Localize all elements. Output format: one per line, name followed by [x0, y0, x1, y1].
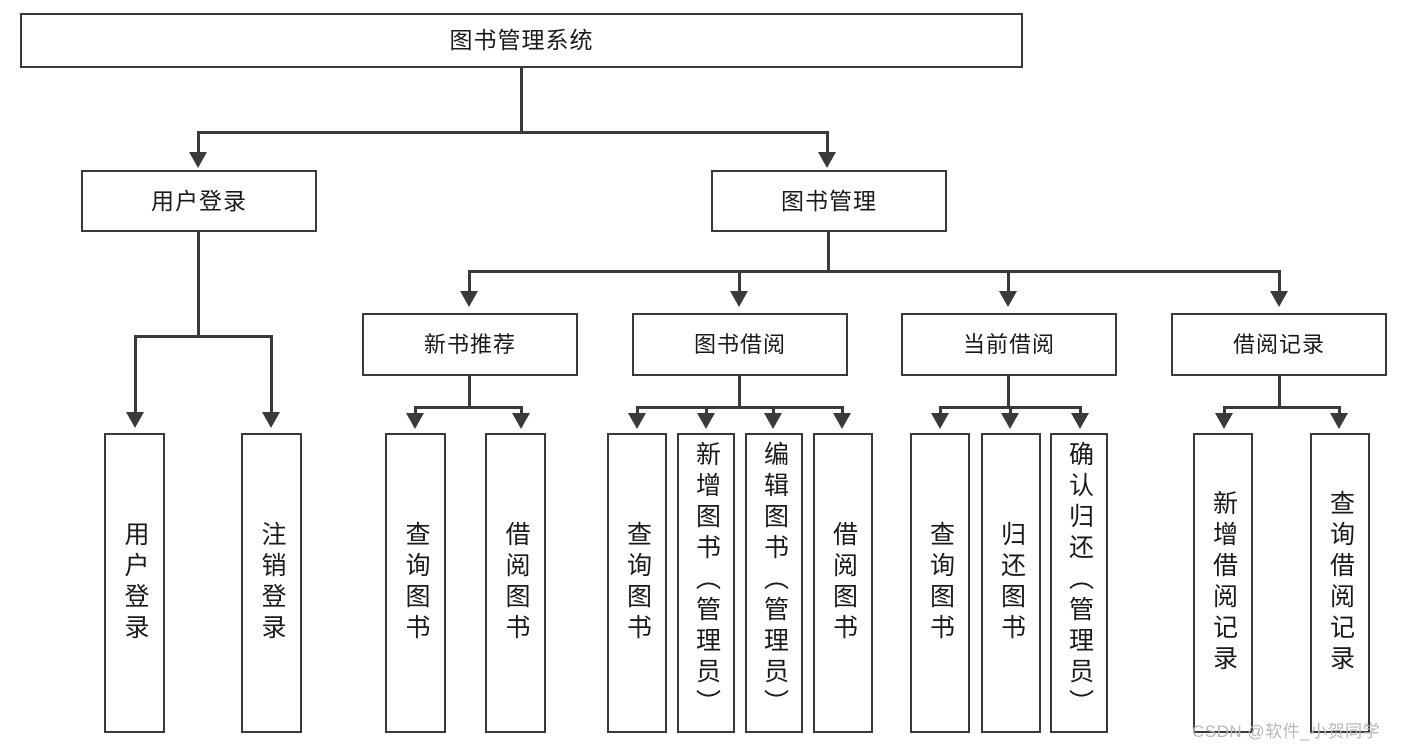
- leaf-label: 归还图书: [997, 521, 1026, 645]
- leaf-label: 查询图书: [926, 521, 955, 645]
- node-new-book-recommend[interactable]: 新书推荐: [362, 313, 578, 376]
- connector-cb-child-2: [1009, 406, 1012, 416]
- connector-bb-child-3: [772, 406, 775, 416]
- arrowhead-cb-child-2: [1001, 413, 1019, 429]
- leaf-edit-book-admin[interactable]: 编辑图书（管理员）: [745, 433, 803, 733]
- arrowhead-bm-to-borrow-record: [1270, 291, 1288, 307]
- arrowhead-bb-child-2: [697, 413, 715, 429]
- node-book-borrow[interactable]: 图书借阅: [632, 313, 848, 376]
- connector-book-management-bar: [468, 270, 1281, 273]
- arrowhead-br-child-2: [1330, 413, 1348, 429]
- node-borrow-record[interactable]: 借阅记录: [1171, 313, 1387, 376]
- connector-bb-child-4: [841, 406, 844, 416]
- connector-user-login-child-1: [134, 335, 137, 415]
- arrowhead-root-to-book-management: [818, 152, 836, 168]
- leaf-label: 新增借阅记录: [1209, 490, 1238, 676]
- leaf-add-book-admin[interactable]: 新增图书（管理员）: [677, 433, 735, 733]
- arrowhead-user-login-child-2: [262, 412, 280, 428]
- connector-user-login-stem: [197, 232, 200, 337]
- arrowhead-nbr-child-2: [512, 413, 530, 429]
- csdn-watermark: CSDN @软件_小贺同学: [1192, 722, 1381, 741]
- connector-bb-child-2: [705, 406, 708, 416]
- leaf-label: 借阅图书: [829, 521, 858, 645]
- leaf-query-book-cb[interactable]: 查询图书: [910, 433, 970, 733]
- connector-user-login-child-2: [270, 335, 273, 415]
- connector-br-bar: [1223, 406, 1341, 409]
- arrowhead-root-to-user-login: [189, 152, 207, 168]
- connector-cb-child-3: [1079, 406, 1082, 416]
- connector-bm-to-new-book: [468, 270, 471, 293]
- connector-root-bar: [197, 131, 829, 134]
- arrowhead-cb-child-3: [1071, 413, 1089, 429]
- node-label: 新书推荐: [423, 331, 516, 357]
- arrowhead-bm-to-book-borrow: [730, 291, 748, 307]
- node-label: 图书管理系统: [449, 27, 594, 54]
- connector-root-to-user-login: [197, 131, 200, 155]
- leaf-label: 用户登录: [121, 521, 149, 645]
- connector-book-management-stem: [827, 232, 830, 272]
- arrowhead-bb-child-3: [764, 413, 782, 429]
- connector-br-child-1: [1223, 406, 1226, 416]
- connector-bb-bar: [636, 406, 844, 409]
- leaf-query-borrow-record[interactable]: 查询借阅记录: [1310, 433, 1370, 733]
- leaf-user-login[interactable]: 用户登录: [104, 433, 165, 733]
- leaf-label: 确认归还（管理员）: [1065, 441, 1094, 720]
- node-root-book-management-system[interactable]: 图书管理系统: [20, 13, 1023, 68]
- connector-bm-to-book-borrow: [738, 270, 741, 293]
- node-book-management[interactable]: 图书管理: [711, 170, 947, 232]
- leaf-label: 查询借阅记录: [1326, 490, 1355, 676]
- node-current-borrow[interactable]: 当前借阅: [901, 313, 1117, 376]
- connector-user-login-bar: [134, 335, 272, 338]
- arrowhead-bb-child-4: [833, 413, 851, 429]
- leaf-label: 注销登录: [258, 521, 286, 645]
- node-label: 图书管理: [781, 187, 877, 214]
- connector-br-stem: [1278, 376, 1281, 408]
- leaf-query-book-nbr[interactable]: 查询图书: [385, 433, 446, 733]
- connector-root-stem: [520, 68, 523, 131]
- connector-bb-stem: [738, 376, 741, 408]
- connector-br-child-2: [1338, 406, 1341, 416]
- arrowhead-bm-to-current-borrow: [999, 291, 1017, 307]
- arrowhead-cb-child-1: [931, 413, 949, 429]
- connector-bm-to-current-borrow: [1007, 270, 1010, 293]
- leaf-confirm-return-admin[interactable]: 确认归还（管理员）: [1050, 433, 1108, 733]
- arrowhead-bm-to-new-book: [460, 291, 478, 307]
- arrowhead-user-login-child-1: [126, 412, 144, 428]
- leaf-label: 查询图书: [623, 521, 652, 645]
- node-label: 借阅记录: [1232, 331, 1325, 357]
- connector-nbr-child-2: [520, 406, 523, 416]
- connector-root-to-book-management: [826, 131, 829, 155]
- arrowhead-br-child-1: [1215, 413, 1233, 429]
- node-label: 用户登录: [151, 187, 247, 214]
- arrowhead-bb-child-1: [628, 413, 646, 429]
- leaf-borrow-book-nbr[interactable]: 借阅图书: [485, 433, 546, 733]
- leaf-query-book-bb[interactable]: 查询图书: [607, 433, 667, 733]
- connector-cb-child-1: [939, 406, 942, 416]
- leaf-add-borrow-record[interactable]: 新增借阅记录: [1193, 433, 1253, 733]
- node-label: 当前借阅: [962, 331, 1055, 357]
- connector-nbr-bar: [414, 406, 523, 409]
- node-label: 图书借阅: [693, 331, 786, 357]
- connector-nbr-child-1: [414, 406, 417, 416]
- connector-cb-stem: [1007, 376, 1010, 408]
- connector-nbr-stem: [468, 376, 471, 408]
- connector-bm-to-borrow-record: [1278, 270, 1281, 293]
- leaf-label: 编辑图书（管理员）: [760, 441, 789, 720]
- leaf-borrow-book-bb[interactable]: 借阅图书: [813, 433, 873, 733]
- leaf-return-book[interactable]: 归还图书: [981, 433, 1041, 733]
- leaf-label: 借阅图书: [502, 521, 530, 645]
- leaf-label: 查询图书: [402, 521, 430, 645]
- connector-bb-child-1: [636, 406, 639, 416]
- node-user-login[interactable]: 用户登录: [81, 170, 317, 232]
- arrowhead-nbr-child-1: [406, 413, 424, 429]
- leaf-label: 新增图书（管理员）: [692, 441, 721, 720]
- leaf-logout[interactable]: 注销登录: [241, 433, 302, 733]
